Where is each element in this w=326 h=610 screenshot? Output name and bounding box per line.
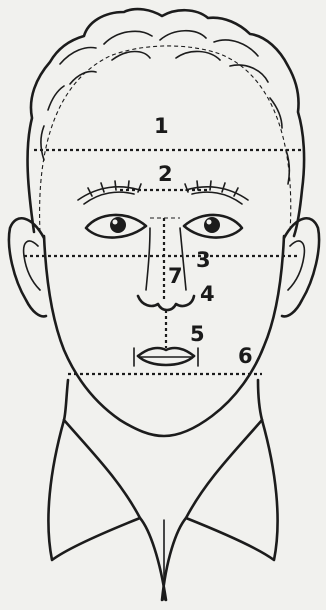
collar-right bbox=[162, 420, 278, 600]
neck bbox=[64, 380, 262, 420]
skull-guide bbox=[40, 46, 291, 232]
left-ear bbox=[9, 218, 46, 316]
label-6: 6 bbox=[238, 346, 253, 367]
label-4: 4 bbox=[200, 284, 215, 305]
upper-lip bbox=[138, 348, 194, 356]
label-1: 1 bbox=[154, 116, 169, 137]
left-ear-inner bbox=[24, 241, 40, 290]
left-pupil bbox=[110, 217, 126, 233]
right-pupil bbox=[204, 217, 220, 233]
label-5: 5 bbox=[190, 324, 205, 345]
right-eyebrow bbox=[185, 181, 248, 204]
right-ear-inner bbox=[288, 241, 304, 290]
hair-strands bbox=[41, 31, 289, 184]
label-3: 3 bbox=[196, 250, 211, 271]
right-ear bbox=[282, 218, 319, 316]
left-eyebrow bbox=[78, 181, 141, 204]
label-7: 7 bbox=[168, 266, 183, 287]
nose-tip bbox=[138, 296, 194, 310]
right-pupil-highlight bbox=[207, 220, 212, 225]
label-2: 2 bbox=[158, 164, 173, 185]
left-pupil-highlight bbox=[113, 220, 118, 225]
collar-left bbox=[48, 420, 166, 600]
